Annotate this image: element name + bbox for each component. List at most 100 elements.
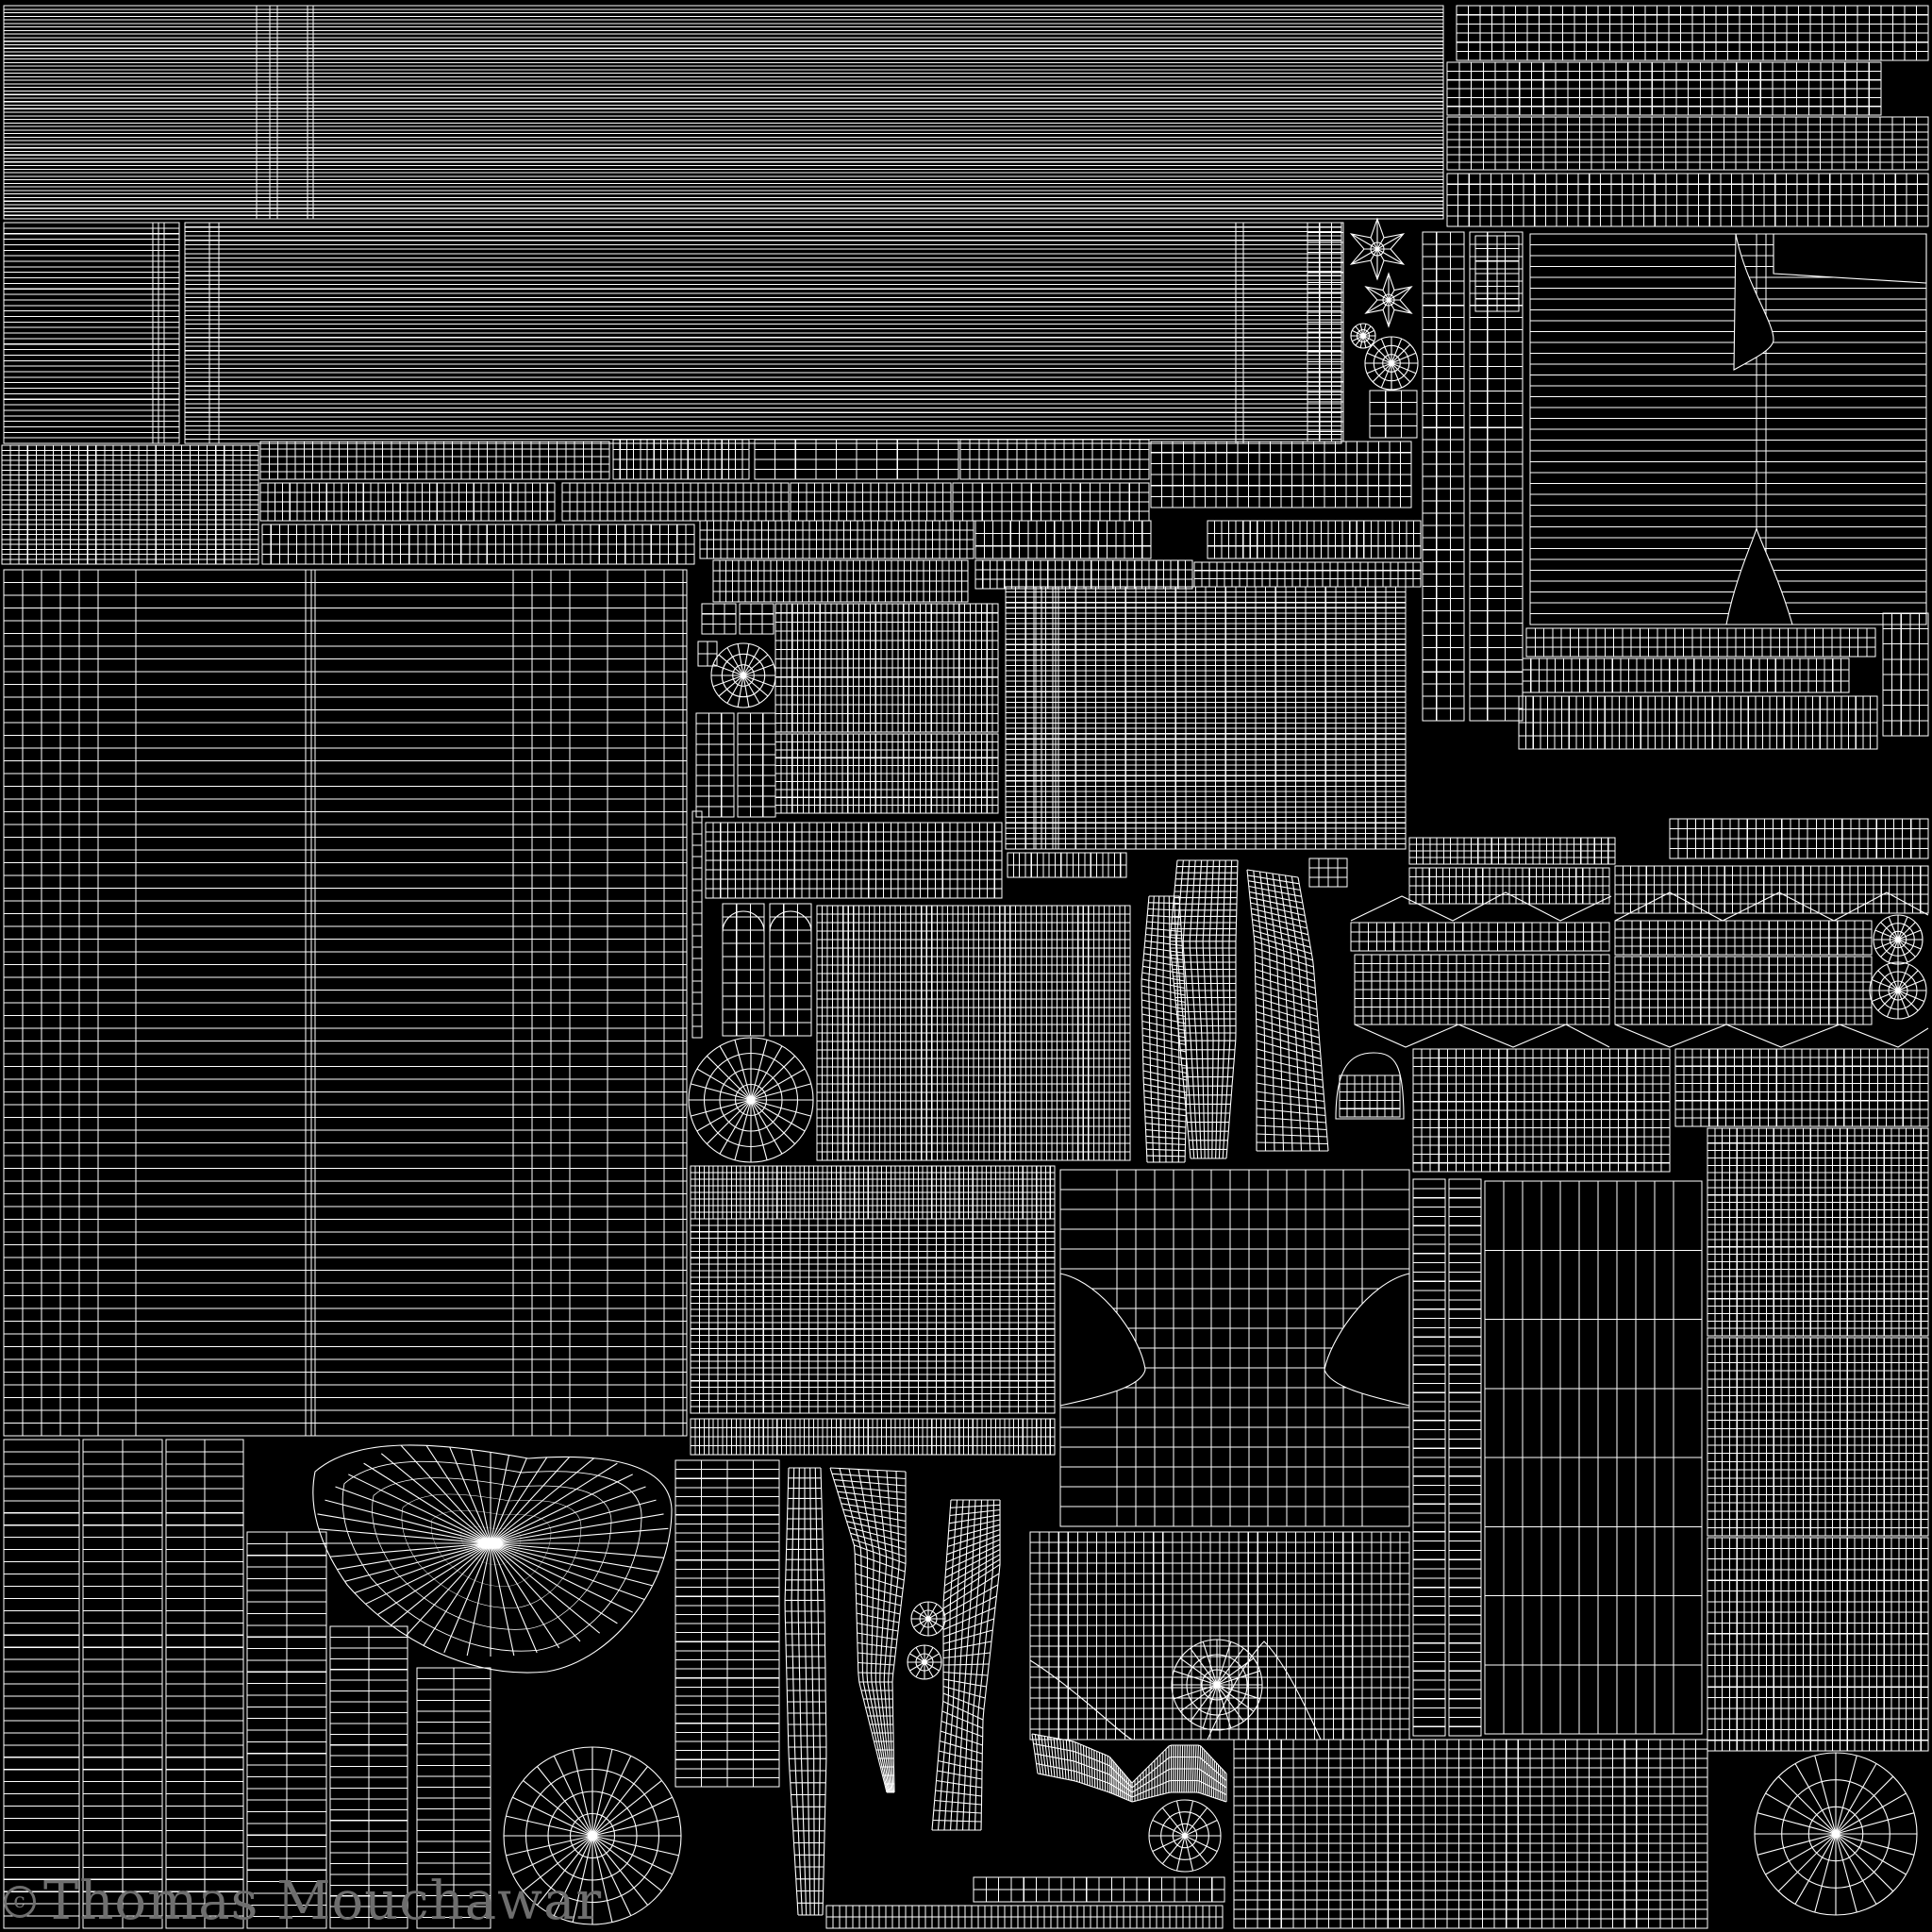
uv-shell-grid <box>1614 920 1873 956</box>
uv-shell-grid <box>1029 1531 1410 1740</box>
uv-shell-disc <box>1873 914 1924 965</box>
uv-shell-grid <box>1448 1178 1482 1737</box>
uv-shell-grid <box>259 482 556 522</box>
uv-shell-grid <box>1522 658 1850 693</box>
uv-shell-grid <box>774 603 999 733</box>
uv-shell-strip <box>829 1467 907 1793</box>
uv-shell-grid <box>1 444 259 565</box>
uv-shell-grid <box>1518 695 1878 750</box>
uv-shell-grid <box>1350 922 1610 952</box>
uv-shell-grid <box>1446 173 1929 227</box>
uv-shell-grid <box>416 1667 491 1929</box>
uv-shell-sheet <box>1484 1180 1703 1735</box>
uv-shell-grid <box>1469 231 1524 722</box>
uv-shell-star <box>1364 272 1413 328</box>
uv-shell-grid <box>690 1418 1056 1456</box>
uv-shell-disc <box>688 1037 814 1163</box>
uv-shell-grid <box>1308 858 1348 888</box>
uv-shell-sheet <box>3 222 180 444</box>
uv-shell-grid <box>675 1459 780 1788</box>
uv-shell-grid <box>695 712 735 818</box>
uv-shell-grid <box>1707 1337 1929 1537</box>
uv-shell-grid <box>1669 818 1929 859</box>
uv-shell-grid <box>329 1625 408 1929</box>
uv-shell-grid <box>705 822 1003 899</box>
uv-shell-grid <box>3 1439 80 1929</box>
uv-shell-grid <box>754 439 959 480</box>
uv-shell-strip <box>1131 1744 1227 1803</box>
uv-shell-grid <box>959 439 1150 480</box>
uv-shell-grid <box>1408 837 1616 865</box>
uv-shell-grid <box>612 439 750 480</box>
uv-shell-grid <box>697 641 718 667</box>
uv-shell-grid <box>701 603 737 635</box>
uv-shell-grid <box>739 603 774 635</box>
uv-shell-grid <box>1456 5 1929 61</box>
uv-shell-grid <box>690 1218 1056 1414</box>
uv-shell-grid <box>973 1876 1225 1903</box>
uv-shell-grid <box>1614 865 1929 914</box>
uv-shell-grid <box>691 810 703 1039</box>
uv-shell-grid <box>699 520 974 559</box>
uv-shell-sheet <box>3 569 688 1437</box>
uv-shell-disc <box>910 1601 946 1637</box>
uv-shell-grid <box>1707 1537 1929 1752</box>
uv-shell-grid <box>974 559 1193 590</box>
uv-shell-grid <box>246 1531 327 1929</box>
uv-shell-grid <box>1474 235 1520 312</box>
uv-shell-grid <box>790 482 952 522</box>
uv-shell-grid <box>774 733 999 814</box>
uv-shell-grid <box>1007 852 1127 878</box>
uv-shell-disc <box>710 642 776 708</box>
uv-shell-grid <box>259 441 610 480</box>
uv-shell-star <box>1349 217 1406 281</box>
uv-shell-strip <box>1169 859 1239 1159</box>
uv-shell-grid <box>1369 390 1418 439</box>
uv-shell-grid <box>261 524 695 565</box>
uv-shell-disc <box>1171 1639 1263 1731</box>
uv-shell-grid <box>561 482 790 522</box>
uv-shell-disc <box>1754 1752 1918 1916</box>
uv-shell-grid <box>1150 441 1412 508</box>
uv-shell-grid <box>769 903 812 1037</box>
uv-shell-disc <box>907 1644 942 1680</box>
uv-shell-disc <box>1869 961 1927 1020</box>
uv-shell-grid <box>1882 612 1929 737</box>
uv-organic-shells <box>312 217 1929 1925</box>
uv-shell-grid <box>1233 1739 1708 1929</box>
uv-shell-grid <box>165 1439 244 1929</box>
uv-shells <box>1 5 1929 1929</box>
uv-shell-grid <box>974 520 1152 559</box>
uv-shell-grid <box>1707 1127 1929 1337</box>
uv-shell-grid <box>1207 520 1422 559</box>
uv-shell-disc <box>503 1746 682 1925</box>
uv-shell-grid <box>1408 867 1610 905</box>
uv-shell-grid <box>722 903 765 1037</box>
uv-shell-grid <box>1339 1074 1401 1118</box>
uv-shell-grid <box>1412 1178 1446 1737</box>
uv-shell-grid <box>1354 954 1610 1025</box>
uv-shell-grid <box>1005 586 1407 850</box>
uv-shell-strip <box>1031 1733 1133 1803</box>
uv-shell-grid <box>1446 116 1929 171</box>
uv-shell-grid <box>1412 1048 1671 1173</box>
uv-shell-strip <box>1246 869 1329 1152</box>
uv-shell-grid <box>825 1905 1224 1929</box>
uv-shell-sheet <box>3 5 1444 220</box>
uv-shell-disc <box>1148 1799 1222 1873</box>
uv-shell-grid <box>952 482 1150 522</box>
uv-shell-sheet <box>184 222 1342 444</box>
uv-shell-strip <box>784 1467 827 1916</box>
uv-shell-disc <box>1364 336 1419 391</box>
uv-shell-organic-hub <box>312 1444 673 1674</box>
uv-shell-grid <box>1446 61 1882 116</box>
uv-shell-strip <box>931 1499 1001 1831</box>
uv-shell-grid <box>82 1439 163 1929</box>
uv-shell-grid <box>690 1165 1056 1220</box>
uv-shell-grid <box>1674 1048 1929 1127</box>
uv-shell-grid <box>1422 231 1465 722</box>
uv-shell-grid <box>1525 627 1876 658</box>
uv-shell-grid <box>712 559 969 603</box>
